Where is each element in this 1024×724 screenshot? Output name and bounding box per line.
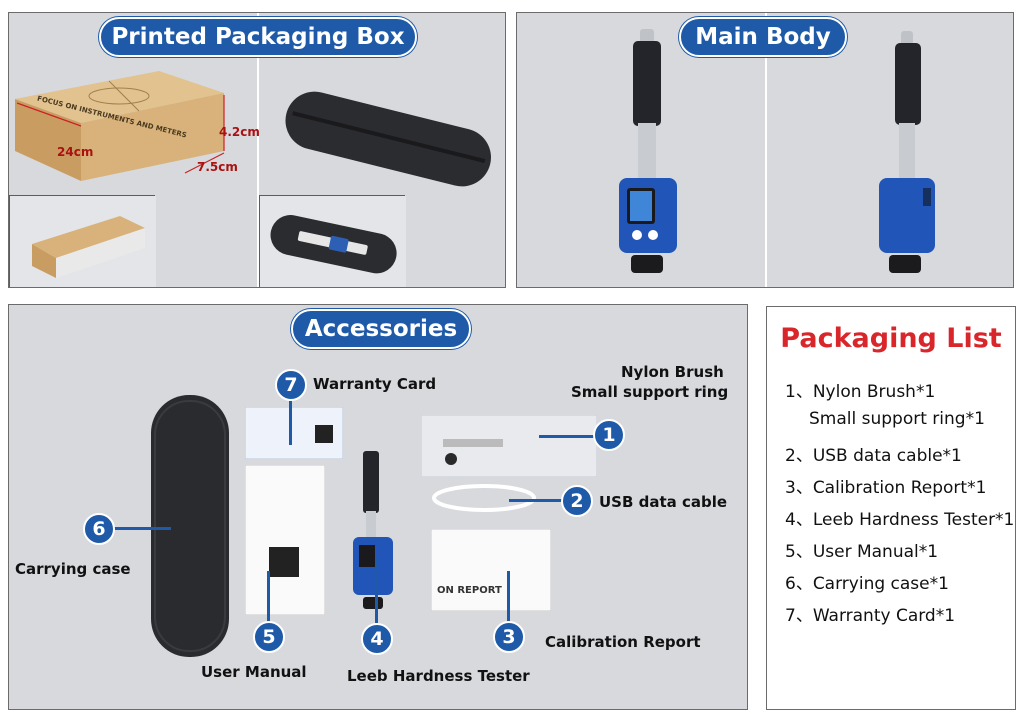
packaging-list-title: Packaging List — [780, 323, 1002, 354]
packaging-list-item: 4、Leeb Hardness Tester*1 — [785, 510, 1015, 530]
open-case-image — [260, 196, 406, 287]
callout-label-1b: Small support ring — [571, 383, 729, 401]
callout-number-3: 3 — [493, 621, 525, 653]
accessories-panel: ON REPORT 1 2 3 4 5 6 7 Nylon Brush Smal… — [8, 304, 748, 710]
warranty-card-image — [245, 407, 343, 459]
carrying-case-image — [151, 395, 229, 657]
cardboard-box-image — [15, 71, 225, 181]
tester-image — [353, 451, 393, 609]
main-body-title: Main Body — [679, 17, 847, 57]
lead-line-2 — [509, 499, 565, 502]
box-width-label: 7.5cm — [197, 160, 238, 174]
lead-line-4 — [375, 557, 378, 623]
nylon-brush-image — [421, 415, 597, 477]
box-height-label: 4.2cm — [219, 125, 260, 139]
callout-label-5: User Manual — [201, 663, 307, 681]
callout-label-3: Calibration Report — [545, 633, 701, 651]
panel-divider — [765, 13, 767, 287]
open-box-image — [10, 196, 156, 287]
callout-number-7: 7 — [275, 369, 307, 401]
usb-cable-image — [432, 484, 536, 512]
lead-line-3 — [507, 571, 510, 623]
callout-label-6: Carrying case — [15, 560, 131, 578]
hardness-tester-front-image — [619, 29, 677, 273]
open-box-inset — [9, 195, 156, 287]
packaging-list-item: 2、USB data cable*1 — [785, 446, 962, 466]
calibration-report-image — [431, 529, 551, 611]
lead-line-6 — [113, 527, 171, 530]
callout-number-4: 4 — [361, 623, 393, 655]
lead-line-5 — [267, 571, 270, 623]
callout-label-4: Leeb Hardness Tester — [347, 667, 530, 685]
packaging-list-item: 3、Calibration Report*1 — [785, 478, 987, 498]
callout-number-6: 6 — [83, 513, 115, 545]
packaging-list-item: 6、Carrying case*1 — [785, 574, 949, 594]
user-manual-image — [245, 465, 325, 615]
main-body-panel: Main Body — [516, 12, 1014, 288]
open-case-inset — [259, 195, 406, 287]
hardness-tester-side-image — [879, 31, 935, 273]
packaging-list-item: 7、Warranty Card*1 — [785, 606, 956, 626]
packaging-list-item: 5、User Manual*1 — [785, 542, 939, 562]
packaging-list-panel: Packaging List 1、Nylon Brush*1 Small sup… — [766, 306, 1016, 710]
panel-divider — [257, 13, 259, 287]
packaging-list-item: Small support ring*1 — [809, 409, 985, 429]
calibration-report-text: ON REPORT — [437, 585, 502, 596]
callout-number-5: 5 — [253, 621, 285, 653]
lead-line-7 — [289, 401, 292, 445]
lead-line-1 — [539, 435, 595, 438]
callout-label-7: Warranty Card — [313, 375, 437, 393]
callout-number-2: 2 — [561, 485, 593, 517]
zip-case-closed-image — [285, 91, 491, 187]
packaging-box-panel: FOCUS ON INSTRUMENTS AND METERS 24cm 4.2… — [8, 12, 506, 288]
box-length-label: 24cm — [57, 145, 94, 159]
packaging-box-title: Printed Packaging Box — [99, 17, 417, 57]
accessories-title: Accessories — [291, 309, 471, 349]
callout-label-2: USB data cable — [599, 493, 728, 511]
callout-label-1a: Nylon Brush — [621, 363, 724, 381]
packaging-list-item: 1、Nylon Brush*1 — [785, 382, 936, 402]
callout-number-1: 1 — [593, 419, 625, 451]
